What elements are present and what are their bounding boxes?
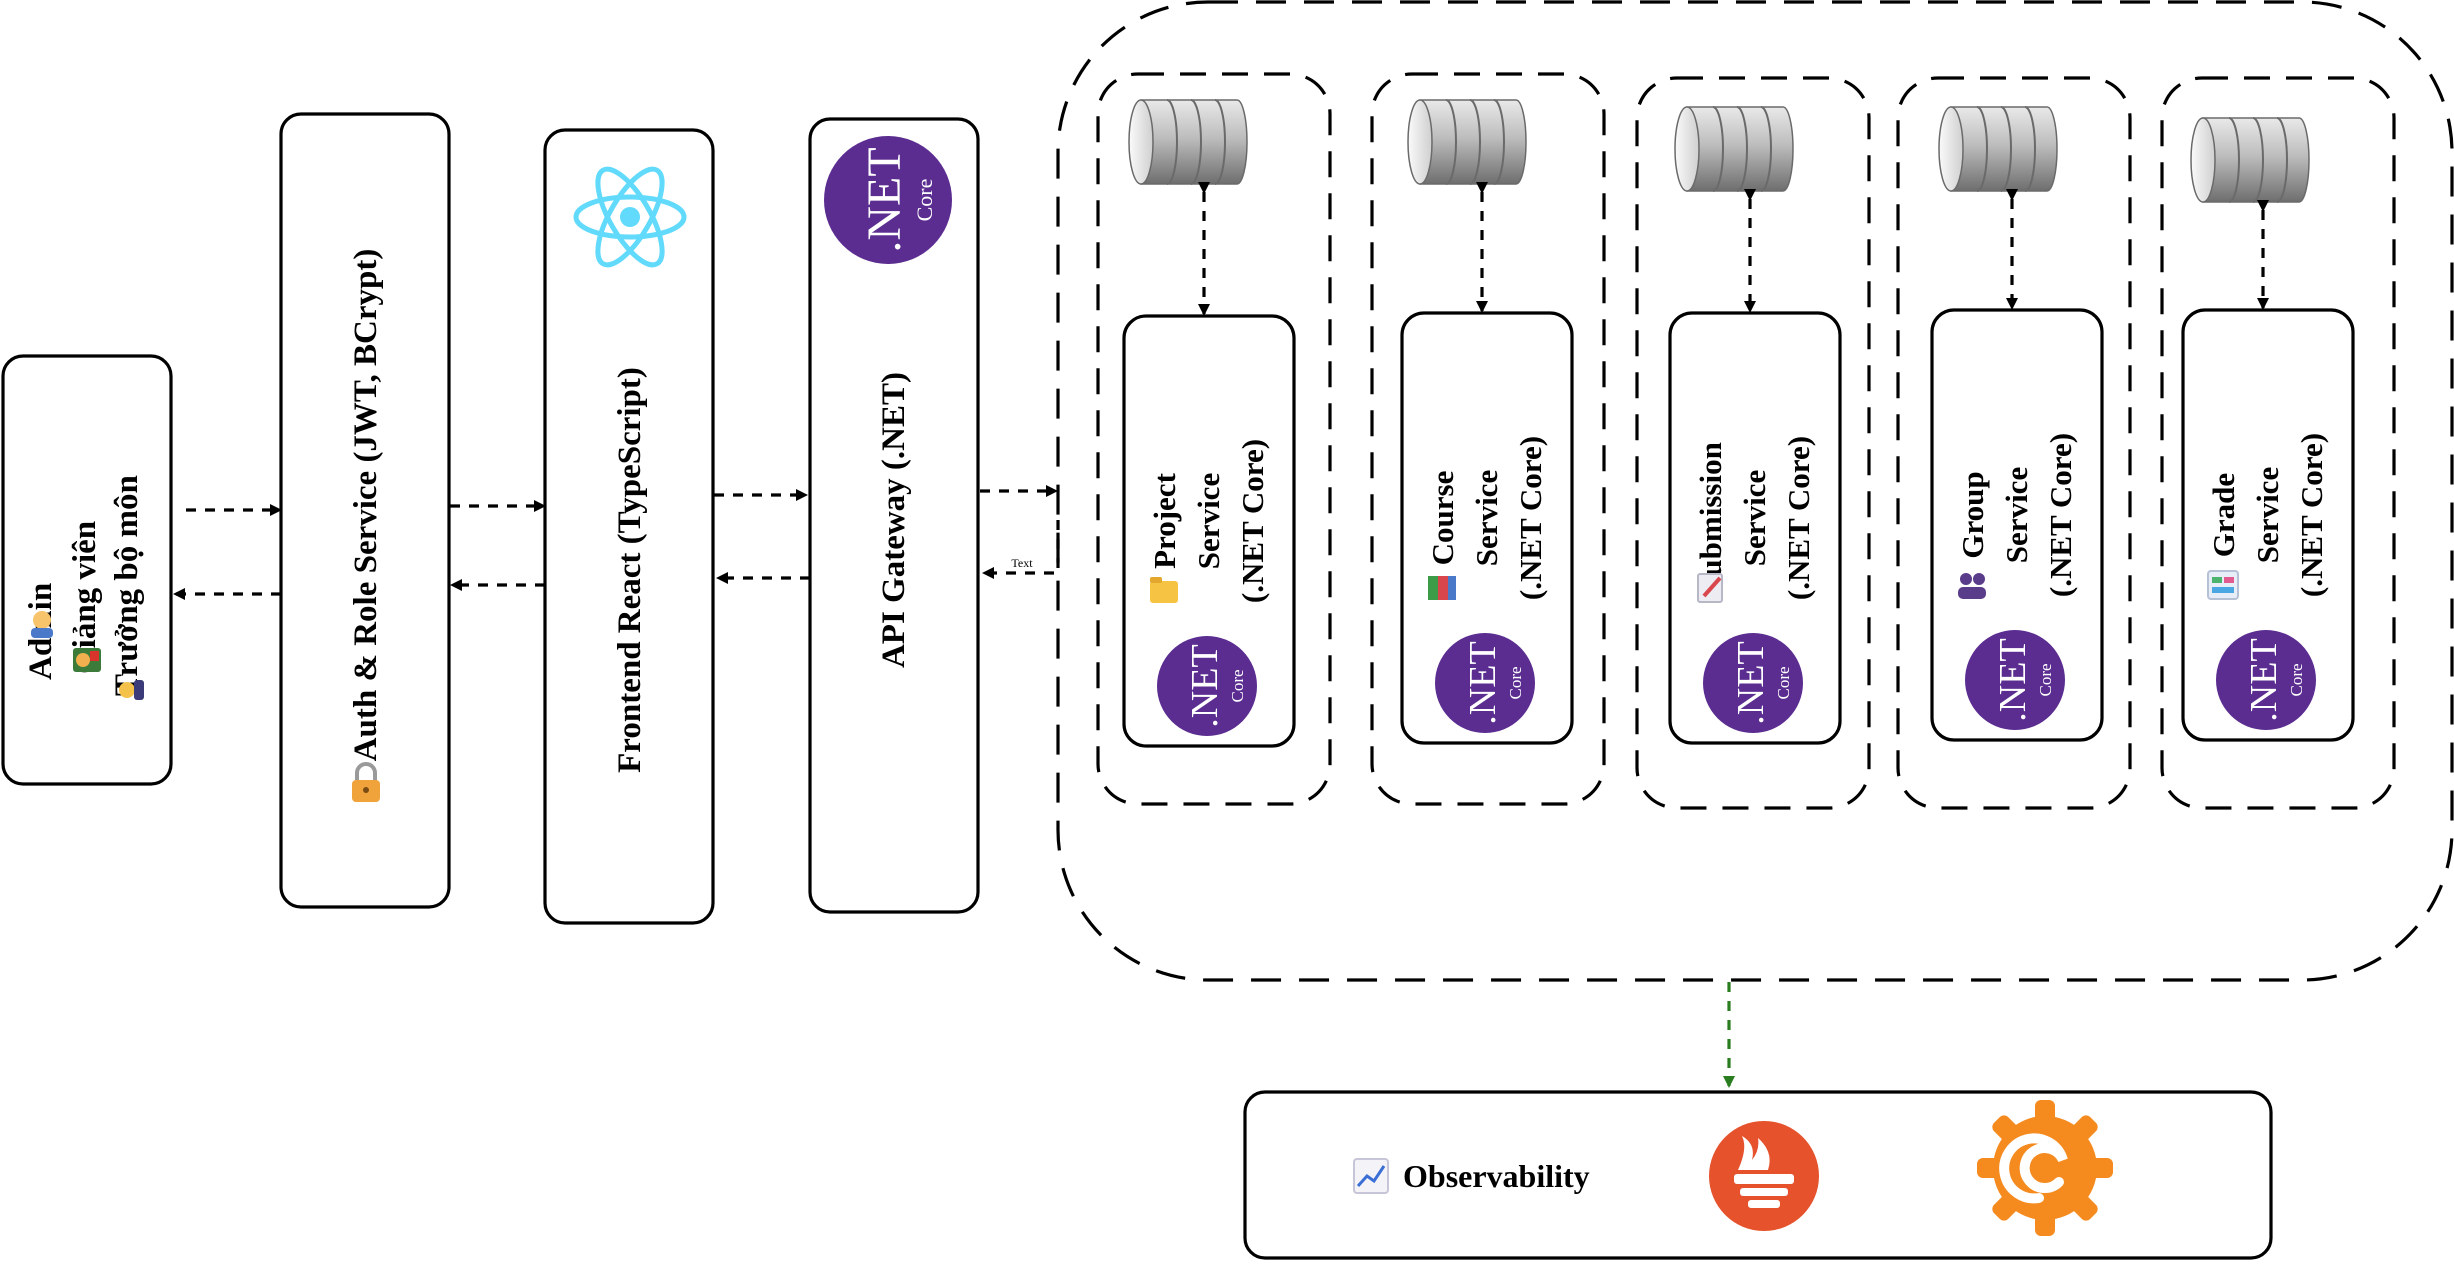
submission-service-word: Service	[1737, 470, 1772, 566]
dotnet-logo-text: .NET	[1992, 638, 2034, 721]
grade-sheet-icon	[2207, 570, 2239, 600]
course-service-tech: (.NET Core)	[1513, 436, 1548, 600]
grafana-icon	[1977, 1100, 2113, 1236]
people-icon	[1958, 573, 1986, 599]
dotnet-logo-sub: Core	[912, 179, 937, 222]
grade-service-word: Service	[2250, 467, 2285, 563]
dotnet-logo-sub: Core	[1506, 666, 1525, 699]
project-service-tech: (.NET Core)	[1235, 439, 1270, 603]
chart-icon	[1353, 1158, 1389, 1194]
submission-service-box	[1668, 311, 1842, 745]
group-service-tech: (.NET Core)	[2043, 433, 2078, 597]
dotnet-logo-sub: Core	[1774, 666, 1793, 699]
group-service-box	[1930, 308, 2104, 742]
frontend-label: Frontend React (TypeScript)	[612, 367, 648, 773]
dotnet-logo-sub: Core	[1228, 669, 1247, 702]
api-gateway-label: API Gateway (.NET)	[876, 372, 912, 668]
users-box	[1, 354, 173, 786]
observability-label: Observability	[1403, 1158, 1590, 1194]
submission-service-tech: (.NET Core)	[1781, 436, 1816, 600]
dotnet-logo-text: .NET	[1184, 644, 1226, 727]
grade-service-name: Grade	[2206, 473, 2241, 557]
grade-database-icon	[2190, 117, 2310, 203]
dotnet-logo-text: .NET	[1730, 641, 1772, 724]
project-service-name: Project	[1147, 472, 1182, 568]
folder-icon	[1150, 577, 1178, 603]
document-pencil-icon	[1697, 573, 1723, 603]
course-database-icon	[1407, 99, 1527, 185]
admin-icon	[31, 611, 53, 638]
submission-service-name: Submission	[1693, 442, 1728, 594]
frontend-box	[543, 128, 715, 925]
course-service-word: Service	[1469, 470, 1504, 566]
grade-service-box	[2181, 308, 2355, 742]
gateway-link-label: Text	[1011, 556, 1033, 570]
react-icon	[573, 166, 687, 268]
submission-database-icon	[1674, 106, 1794, 192]
project-service-box	[1122, 314, 1296, 748]
prometheus-icon	[1709, 1121, 1819, 1231]
project-database-icon	[1128, 99, 1248, 185]
dotnet-logo-sub: Core	[2287, 663, 2306, 696]
grade-service-tech: (.NET Core)	[2294, 433, 2329, 597]
arrow-services-to-gateway	[982, 520, 1060, 579]
group-service-name: Group	[1955, 471, 1990, 558]
microservices-boundary	[1056, 0, 2454, 982]
dotnet-logo-sub: Core	[2036, 663, 2055, 696]
books-icon	[1428, 576, 1456, 600]
role-head: Trưởng bộ môn	[109, 475, 145, 696]
dotnet-logo-text: .NET	[1462, 641, 1504, 724]
teacher-icon	[73, 648, 101, 672]
dotnet-logo-text: .NET	[858, 147, 911, 252]
lock-icon	[352, 762, 380, 802]
course-service-name: Course	[1425, 471, 1460, 566]
course-service-box	[1400, 311, 1574, 745]
dotnet-core-logo: .NET Core	[824, 136, 952, 264]
api-gateway-box	[808, 117, 980, 914]
head-teacher-icon	[119, 680, 144, 700]
project-service-word: Service	[1191, 473, 1226, 569]
group-service-word: Service	[1999, 467, 2034, 563]
auth-service-label: Auth & Role Service (JWT, BCrypt)	[348, 249, 384, 762]
group-database-icon	[1938, 106, 2058, 192]
dotnet-logo-text: .NET	[2243, 638, 2285, 721]
